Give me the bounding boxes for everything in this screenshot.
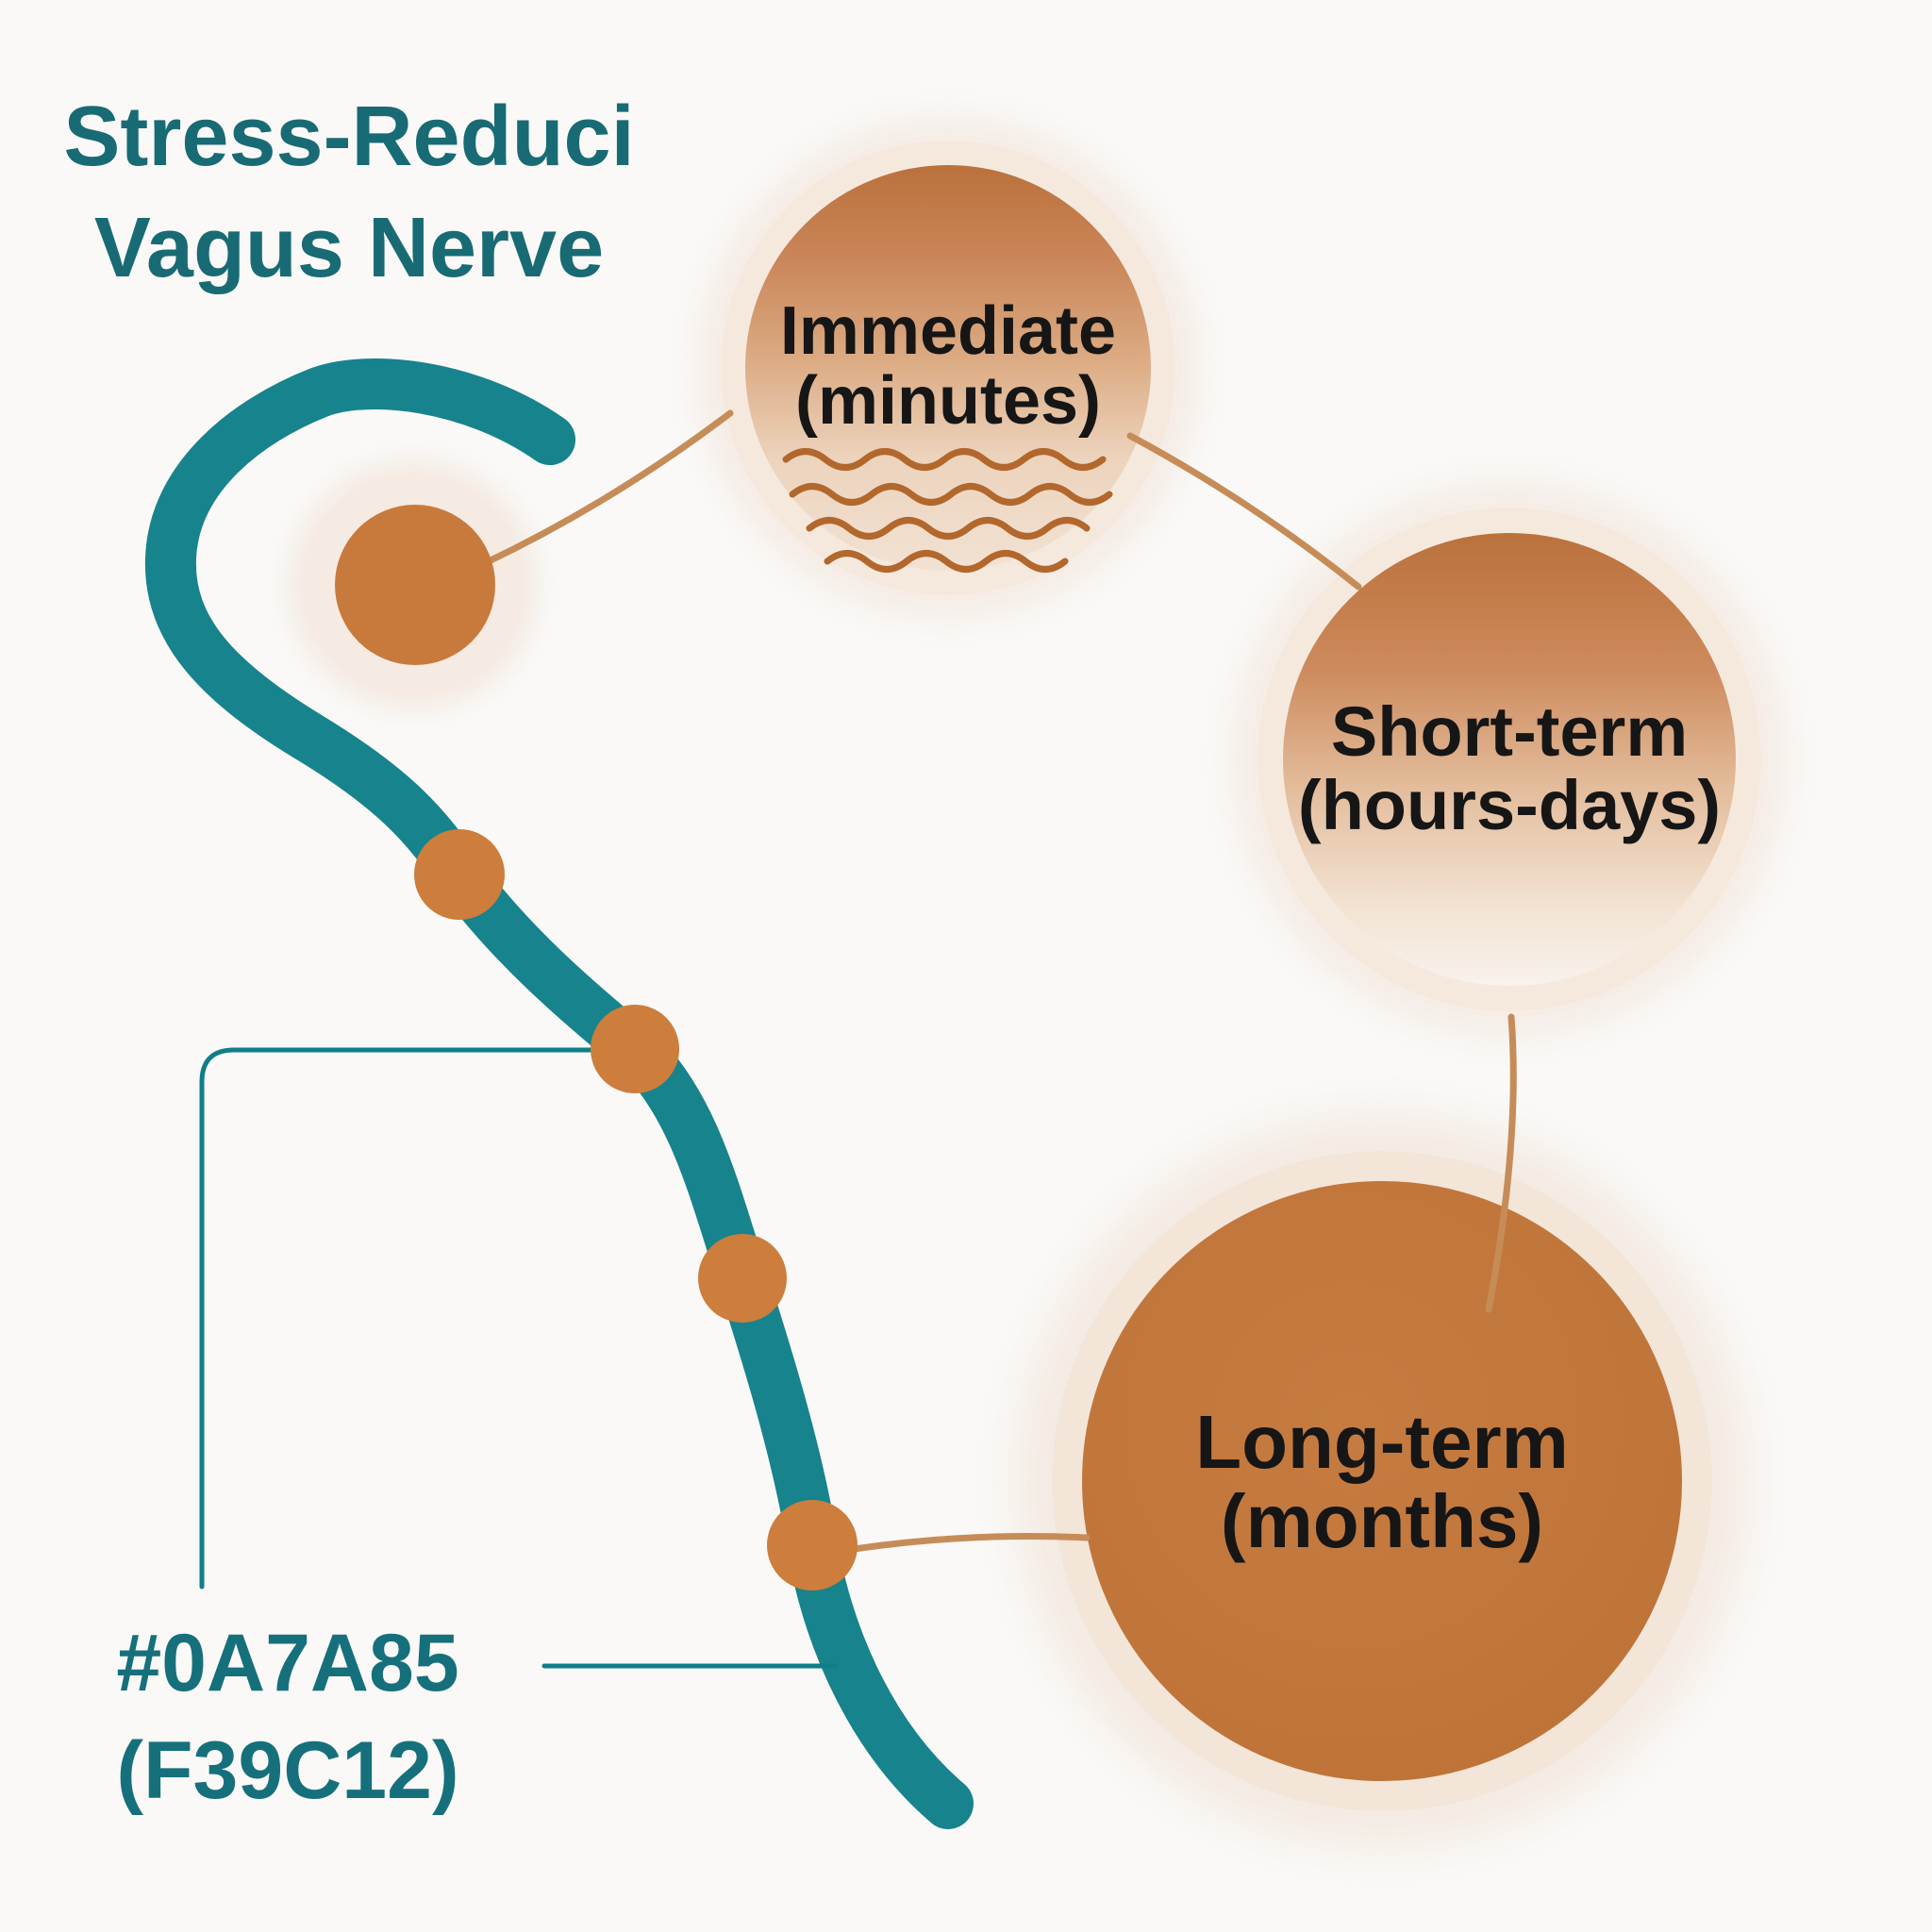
stage-long-term-label: Long-term [1195,1400,1569,1484]
color-legend-teal: #0A7A85 [116,1618,459,1708]
stage-label-short-term: Short-term (hours-days) [1226,695,1792,842]
page-title: Stress-Reduci Vagus Nerve [57,81,641,304]
connector-dot-to-long [850,1533,1091,1553]
stage-short-term-sublabel: (hours-days) [1297,766,1722,844]
stage-immediate-label: Immediate [779,293,1117,369]
nerve-node-dot-4 [767,1500,858,1591]
connector-short-to-long [1485,1013,1517,1313]
nerve-node-dot-1 [414,829,505,920]
stage-label-immediate: Immediate (minutes) [665,296,1231,436]
color-legend: #0A7A85 (F39C12) [71,1609,505,1824]
page-title-line2: Vagus Nerve [93,201,605,295]
stage-circle-short-term [1257,508,1761,1011]
stage-immediate-sublabel: (minutes) [795,363,1101,439]
legend-leader-line-top [199,1047,593,1590]
color-legend-orange: (F39C12) [116,1725,459,1816]
nerve-origin-dot [335,505,495,665]
connector-immediate-to-short [1126,432,1362,591]
stage-long-term-sublabel: (months) [1220,1479,1544,1563]
page-title-line1: Stress-Reduci [63,90,635,184]
nerve-node-dot-2 [591,1005,679,1093]
stage-label-long-term: Long-term (months) [1099,1403,1665,1561]
vagus-nerve-curve [144,358,974,1829]
stage-short-term-label: Short-term [1330,692,1689,771]
nerve-node-dot-3 [698,1234,787,1323]
waves-icon [782,448,1113,573]
connector-origin-to-immediate [483,409,734,566]
